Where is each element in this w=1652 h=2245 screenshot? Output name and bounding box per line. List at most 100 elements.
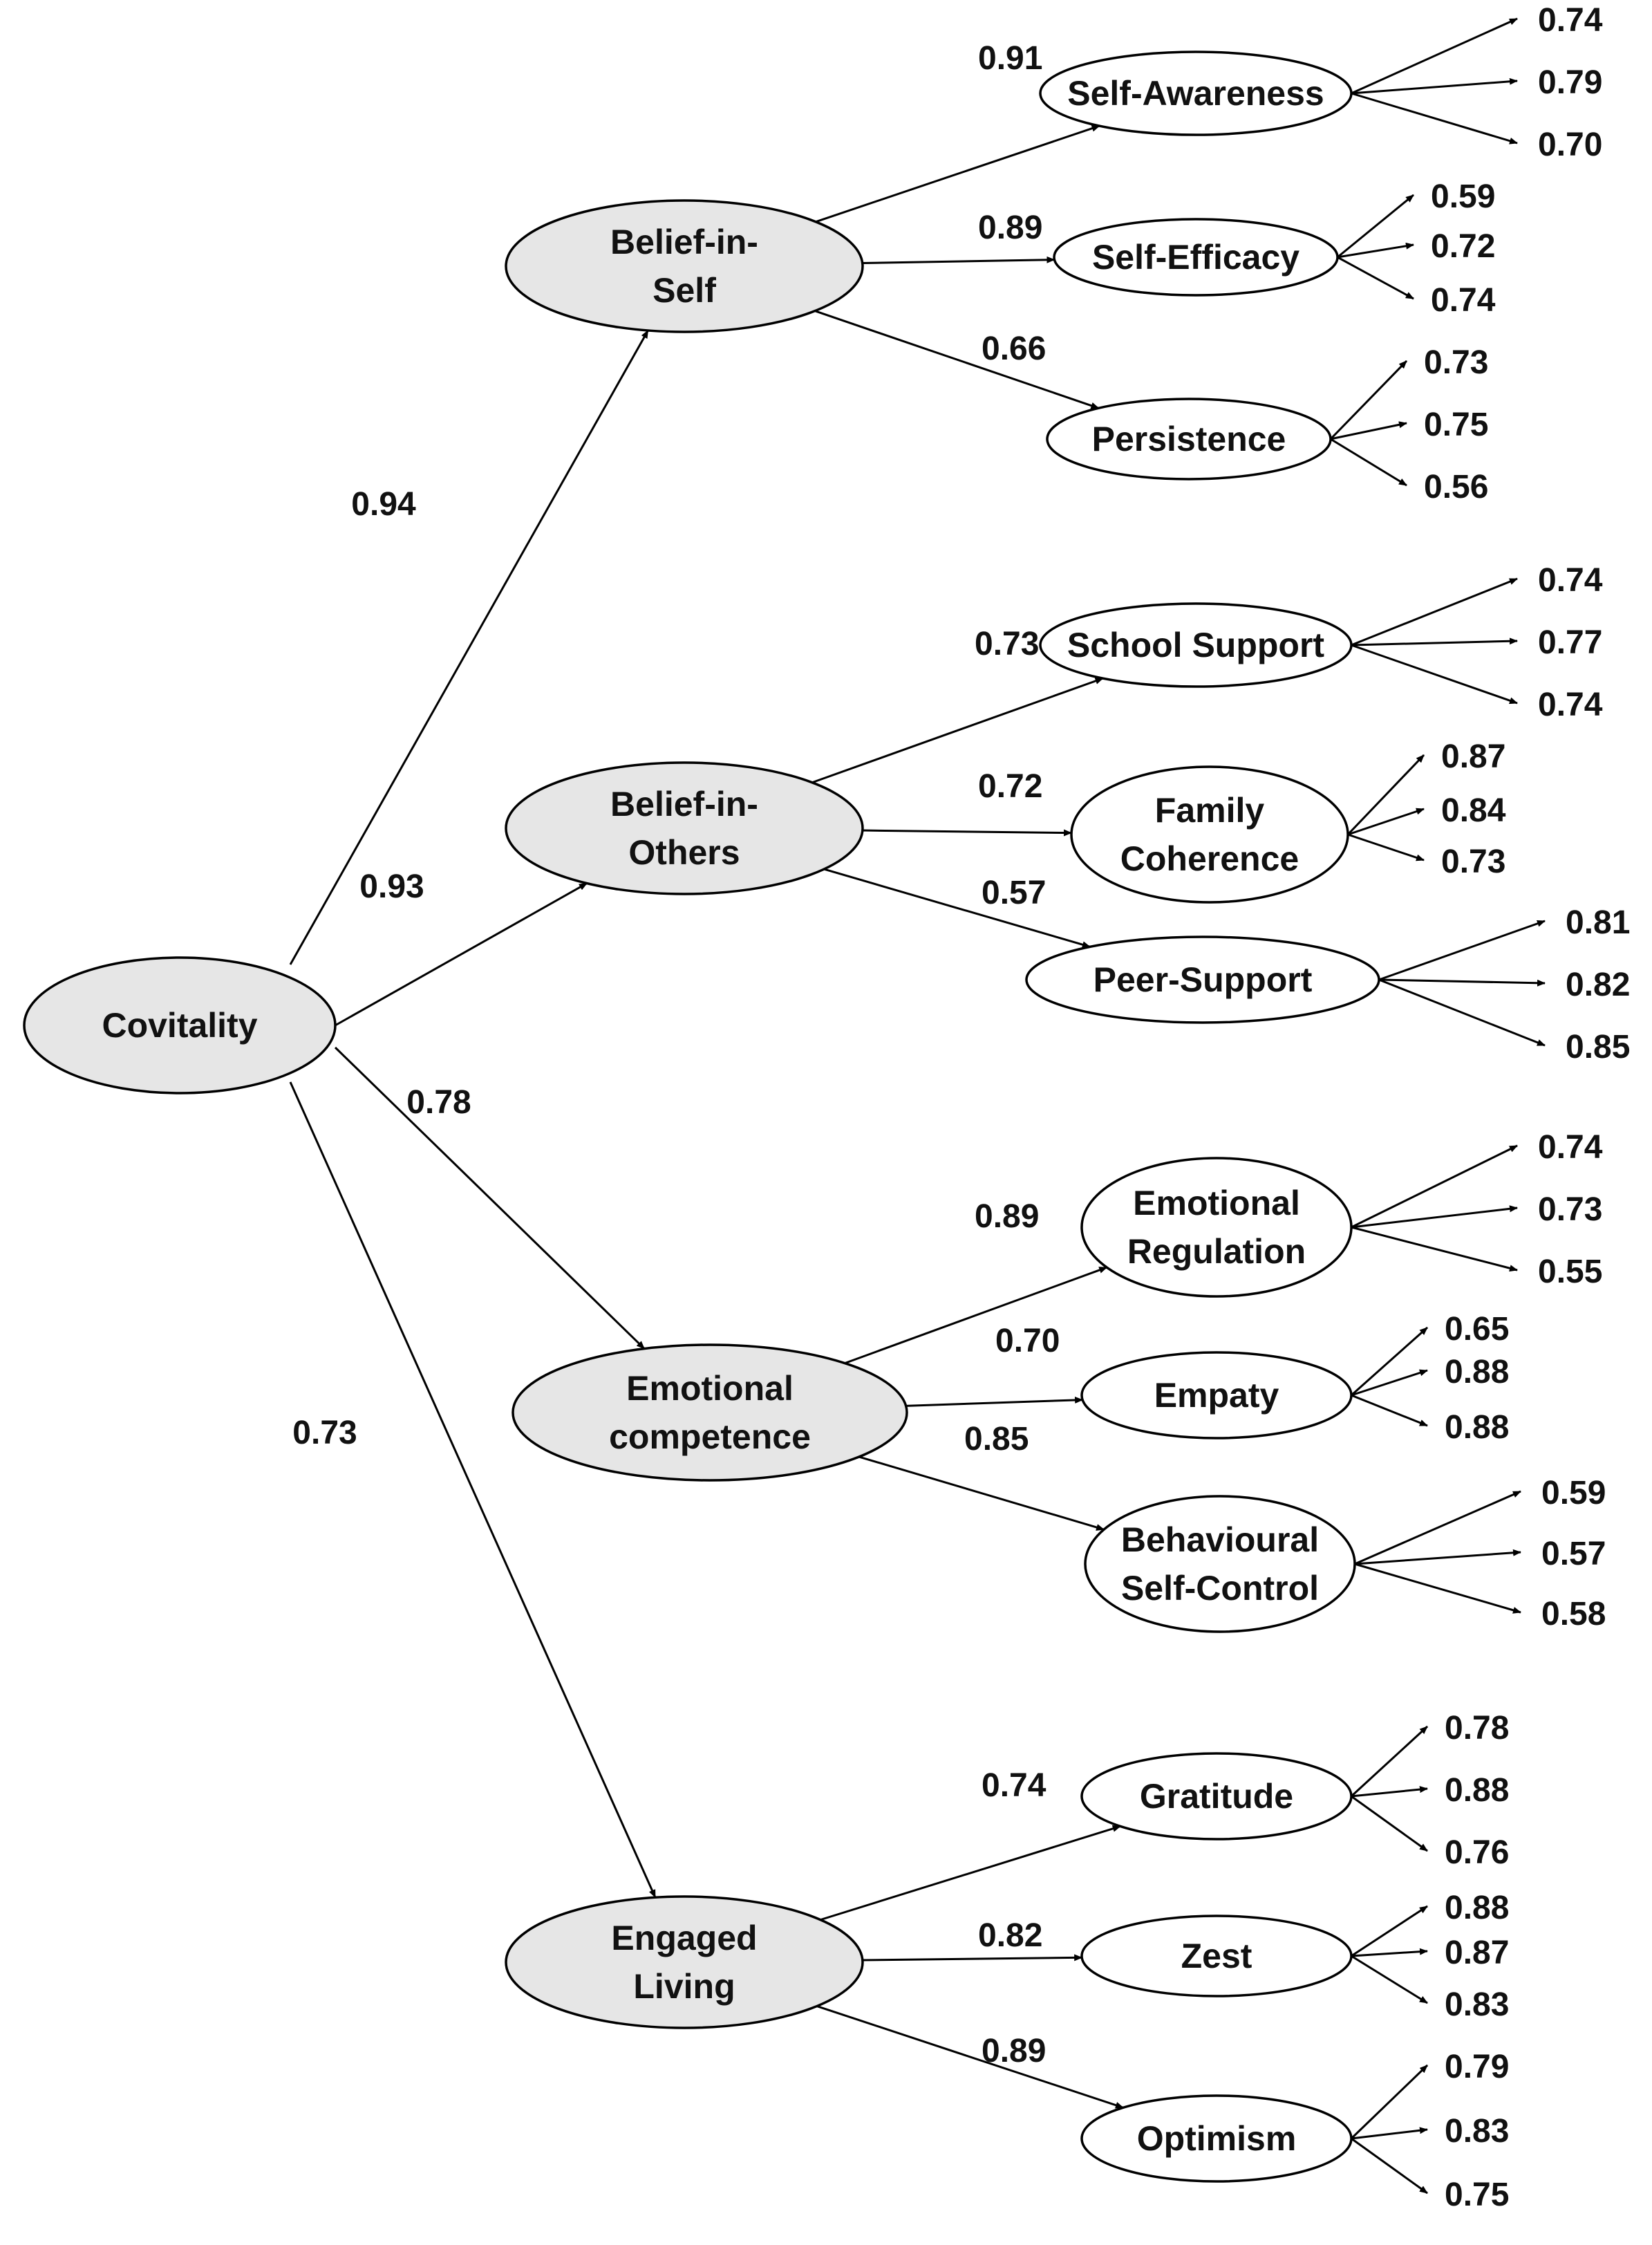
self-efficacy-loading-3: 0.74 [1431,282,1496,319]
emotional-regulation-node [1080,1157,1353,1298]
empathy-indicator-2-arrow [1351,1369,1428,1397]
belief-in-others-label-line-2: Others [628,833,740,872]
belief-in-self-label-line-2: Self [653,271,716,310]
covitality-node [23,956,337,1094]
emotional-competence-label-line-1: Emotional [626,1369,794,1408]
persistence-path-coefficient: 0.66 [982,330,1046,367]
emotional-regulation-indicator-1-arrow [1351,1144,1518,1229]
self-efficacy-path-coefficient: 0.89 [978,209,1042,246]
zest-indicator-3-arrow [1351,1955,1428,2004]
engaged-living-label-line-2: Living [633,1967,735,2006]
self-efficacy-label: Self-Efficacy [1092,238,1299,277]
gratitude-path-coefficient: 0.74 [982,1767,1046,1804]
emotional-regulation-loading-3: 0.55 [1538,1254,1602,1290]
self-efficacy-loading-1: 0.59 [1431,178,1495,215]
edge-belief-in-self-to-self-efficacy [862,256,1055,264]
school-support-loading-3: 0.74 [1538,687,1603,723]
peer-support-indicator-3-arrow [1378,978,1546,1047]
peer-support-path-coefficient: 0.57 [982,875,1046,911]
edge-belief-in-self-to-self-awareness [815,124,1100,223]
persistence-indicator-3-arrow [1330,438,1407,487]
family-coherence-loading-2: 0.84 [1441,792,1506,829]
empathy-indicator-1-arrow [1351,1326,1428,1397]
edge-belief-in-others-to-peer-support [823,868,1091,949]
self-efficacy-indicator-1-arrow [1337,194,1414,259]
empathy-label: Empaty [1154,1376,1279,1415]
edge-engaged-living-to-zest [862,1954,1083,1962]
family-coherence-node [1070,765,1349,904]
behavioural-self-control-label-line-2: Self-Control [1121,1569,1319,1608]
optimism-path-coefficient: 0.89 [982,2033,1046,2069]
peer-support-indicator-1-arrow [1378,920,1546,981]
gratitude-indicator-3-arrow [1351,1795,1428,1852]
optimism-loading-1: 0.79 [1445,2049,1509,2085]
peer-support-label: Peer-Support [1093,960,1313,999]
edge-emotional-competence-to-behavioural-self-control [858,1455,1105,1531]
gratitude-loading-3: 0.76 [1445,1834,1509,1871]
persistence-node [1046,398,1332,481]
behavioural-self-control-indicator-2-arrow [1354,1549,1521,1565]
zest-loading-1: 0.88 [1445,1890,1509,1926]
self-awareness-node [1039,50,1353,136]
self-efficacy-loading-2: 0.72 [1431,228,1495,265]
emotional-regulation-label-line-1: Emotional [1133,1184,1300,1222]
covitality-label: Covitality [102,1006,257,1045]
persistence-indicator-1-arrow [1329,360,1408,440]
self-awareness-loading-3: 0.70 [1538,127,1602,163]
labels-layer: Covitality Belief-in- Self 0.94 Self-Awarene… [102,2,1630,2213]
empathy-loading-1: 0.65 [1445,1311,1509,1348]
edges-layer [289,17,1546,2195]
school-support-label: School Support [1067,626,1325,664]
edge-belief-in-self-to-persistence [814,310,1100,409]
behavioural-self-control-indicator-3-arrow [1354,1563,1521,1614]
optimism-label: Optimism [1137,2119,1297,2158]
school-support-indicator-3-arrow [1351,644,1518,705]
emotional-competence-label-line-2: competence [609,1417,811,1456]
edge-emotional-competence-to-empathy [905,1396,1084,1407]
edge-emotional-competence-to-emotional-regulation [844,1266,1108,1365]
zest-indicator-2-arrow [1351,1948,1428,1957]
edge-covitality-to-emotional-competence [334,1046,646,1350]
gratitude-loading-2: 0.88 [1445,1772,1509,1809]
family-coherence-indicator-2-arrow [1347,808,1425,836]
belief-in-others-label-line-1: Belief-in- [610,785,758,823]
empathy-node [1080,1351,1353,1440]
engaged-living-label-line-1: Engaged [611,1919,757,1957]
optimism-indicator-3-arrow [1351,2137,1428,2195]
emotional-competence-path-coefficient: 0.78 [406,1084,471,1121]
nodes-layer [23,50,1380,2183]
gratitude-loading-1: 0.78 [1445,1710,1509,1746]
family-coherence-loading-1: 0.87 [1441,738,1505,775]
peer-support-indicator-2-arrow [1378,978,1546,987]
engaged-living-path-coefficient: 0.73 [292,1415,357,1451]
emotional-regulation-loading-1: 0.74 [1538,1129,1603,1166]
emotional-regulation-indicator-2-arrow [1351,1205,1518,1229]
edge-belief-in-others-to-family-coherence [862,829,1073,837]
empathy-path-coefficient: 0.70 [995,1323,1060,1359]
self-efficacy-node [1053,218,1339,297]
peer-support-node [1025,935,1380,1024]
gratitude-indicator-2-arrow [1351,1786,1428,1798]
family-coherence-label-line-1: Family [1155,791,1265,830]
persistence-indicator-2-arrow [1330,421,1407,440]
optimism-loading-2: 0.83 [1445,2113,1509,2150]
school-support-path-coefficient: 0.73 [975,626,1039,662]
self-awareness-indicator-3-arrow [1351,92,1518,145]
optimism-node [1080,2094,1353,2183]
peer-support-loading-1: 0.81 [1566,904,1630,941]
family-coherence-loading-3: 0.73 [1441,844,1505,880]
behavioural-self-control-loading-1: 0.59 [1541,1475,1606,1511]
empathy-indicator-3-arrow [1351,1394,1428,1427]
self-awareness-label: Self-Awareness [1067,74,1324,113]
gratitude-indicator-1-arrow [1350,1725,1429,1798]
edge-engaged-living-to-gratitude [820,1825,1121,1921]
belief-in-self-path-coefficient: 0.94 [351,486,416,523]
behavioural-self-control-node [1084,1495,1356,1633]
school-support-node [1039,602,1353,688]
emotional-competence-node [511,1343,908,1482]
zest-node [1080,1915,1353,1997]
self-efficacy-indicator-2-arrow [1337,242,1414,259]
behavioural-self-control-label-line-1: Behavioural [1121,1520,1319,1559]
emotional-regulation-path-coefficient: 0.89 [975,1198,1039,1235]
